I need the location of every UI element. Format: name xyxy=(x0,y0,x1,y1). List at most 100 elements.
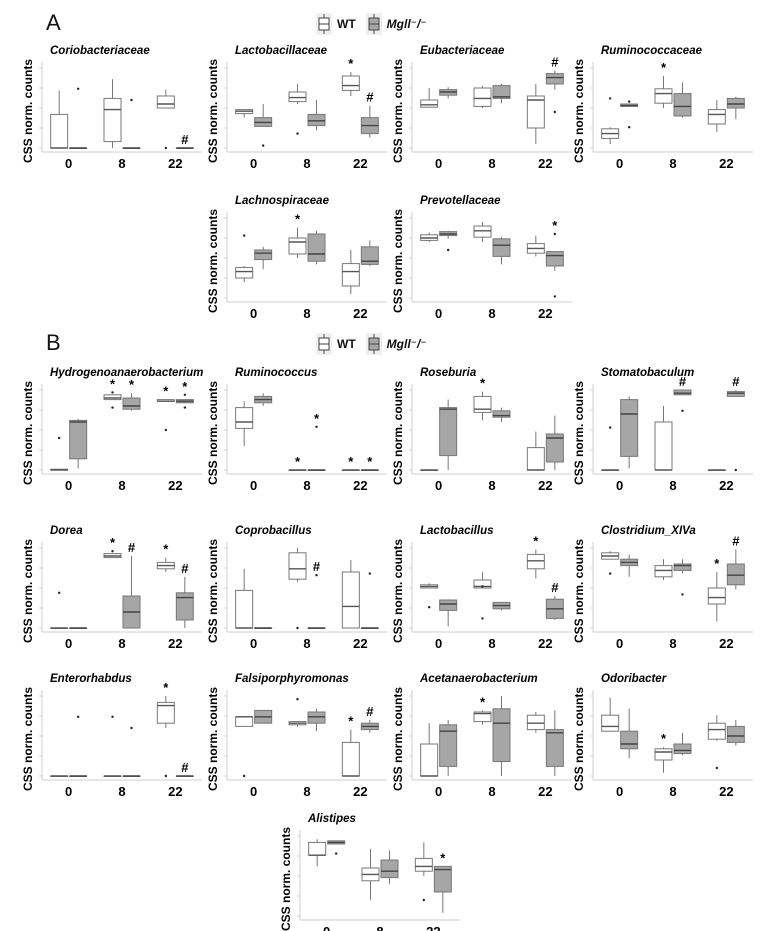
y-axis-label: CSS norm. counts xyxy=(572,381,586,485)
x-tick-label: 8 xyxy=(488,306,495,321)
hash-marker: # xyxy=(366,90,374,105)
panel-title: Prevotellaceae xyxy=(420,195,501,207)
x-tick-label: 22 xyxy=(168,478,182,493)
outlier-point xyxy=(427,606,431,609)
outlier-point xyxy=(553,110,557,114)
mgll-box xyxy=(492,708,511,763)
x-tick-label: 8 xyxy=(303,784,310,799)
x-tick-label: 0 xyxy=(65,784,72,799)
wt-box xyxy=(341,263,360,287)
hash-marker: # xyxy=(551,580,559,595)
x-tick-label: 0 xyxy=(323,924,330,931)
mgll-box xyxy=(492,85,511,99)
wt-box xyxy=(235,716,254,727)
x-tick-label: 8 xyxy=(669,478,676,493)
hash-marker: # xyxy=(181,132,189,147)
x-tick-label: 0 xyxy=(435,306,442,321)
x-tick-label: 0 xyxy=(250,636,257,651)
outlier-point xyxy=(130,98,133,102)
outlier-point xyxy=(296,132,299,135)
legend-label-wt: WT xyxy=(337,337,356,351)
asterisk-marker: * xyxy=(552,218,558,233)
wt-box xyxy=(156,701,175,724)
x-tick-label: 0 xyxy=(65,478,72,493)
hash-marker: # xyxy=(551,54,559,69)
panel-title: Clostridium_XIVa xyxy=(601,525,696,537)
asterisk-marker: * xyxy=(480,376,486,391)
legend-label-wt: WT xyxy=(337,17,356,31)
outlier-point xyxy=(111,406,114,409)
wt-box xyxy=(235,589,254,629)
asterisk-marker: * xyxy=(367,454,373,469)
panel-title: Dorea xyxy=(50,525,83,537)
mgll-box xyxy=(673,389,692,396)
panel-hydrogenoanaerobacterium: CSS norm. countsHydrogenoanaerobacterium… xyxy=(21,367,203,493)
wt-box xyxy=(526,447,545,471)
outlier-point xyxy=(111,550,114,553)
outlier-point xyxy=(164,774,168,778)
wt-box xyxy=(654,88,673,104)
wt-box xyxy=(288,237,307,255)
x-tick-label: 22 xyxy=(426,924,440,931)
x-tick-label: 22 xyxy=(719,478,733,493)
mgll-box xyxy=(380,859,399,879)
box-gray-icon xyxy=(365,333,382,355)
asterisk-marker: * xyxy=(295,212,301,227)
hash-marker: # xyxy=(732,534,740,549)
y-axis-label: CSS norm. counts xyxy=(391,539,405,643)
asterisk-marker: * xyxy=(714,556,720,571)
mgll-box xyxy=(545,433,564,463)
legend-label-mgll: Mgll⁻/⁻ xyxy=(386,337,427,351)
outlier-point xyxy=(446,248,450,252)
outlier-point xyxy=(627,126,631,129)
mgll-box xyxy=(492,238,511,257)
x-tick-label: 8 xyxy=(118,156,125,171)
wt-box xyxy=(526,95,545,129)
outlier-point xyxy=(242,234,246,237)
outlier-point xyxy=(242,774,246,778)
outlier-point xyxy=(734,468,738,472)
y-axis-label: CSS norm. counts xyxy=(572,687,586,791)
mgll-box xyxy=(726,725,745,743)
mgll-box xyxy=(307,711,326,724)
wt-box xyxy=(288,552,307,580)
y-axis-label: CSS norm. counts xyxy=(391,209,405,313)
outlier-point xyxy=(76,715,80,718)
asterisk-marker: * xyxy=(314,411,320,426)
x-tick-label: 22 xyxy=(538,306,552,321)
x-tick-label: 0 xyxy=(435,784,442,799)
wt-box xyxy=(420,99,439,108)
x-tick-label: 8 xyxy=(303,306,310,321)
mgll-box xyxy=(360,246,379,265)
x-tick-label: 22 xyxy=(538,784,552,799)
asterisk-marker: * xyxy=(163,384,169,399)
panel-title: Odoribacter xyxy=(601,673,667,685)
asterisk-marker: * xyxy=(661,60,667,75)
panel-title: Stomatobaculum xyxy=(601,367,694,379)
outlier-point xyxy=(608,426,612,429)
wt-box xyxy=(420,743,439,777)
panel-title: Eubacteriaceae xyxy=(420,45,505,57)
x-tick-label: 0 xyxy=(250,478,257,493)
outlier-point xyxy=(296,698,299,701)
mgll-box xyxy=(545,251,564,267)
x-tick-label: 22 xyxy=(353,784,367,799)
y-axis-label: CSS norm. counts xyxy=(206,687,220,791)
wt-box xyxy=(473,395,492,413)
x-tick-label: 22 xyxy=(719,784,733,799)
asterisk-marker: * xyxy=(163,680,169,695)
legend-item-mgll: Mgll⁻/⁻ xyxy=(365,13,427,35)
y-axis-label: CSS norm. counts xyxy=(21,59,35,163)
wt-box xyxy=(526,553,545,570)
hash-marker: # xyxy=(366,704,374,719)
outlier-point xyxy=(368,572,372,575)
x-tick-label: 0 xyxy=(250,306,257,321)
wt-box xyxy=(707,587,726,605)
